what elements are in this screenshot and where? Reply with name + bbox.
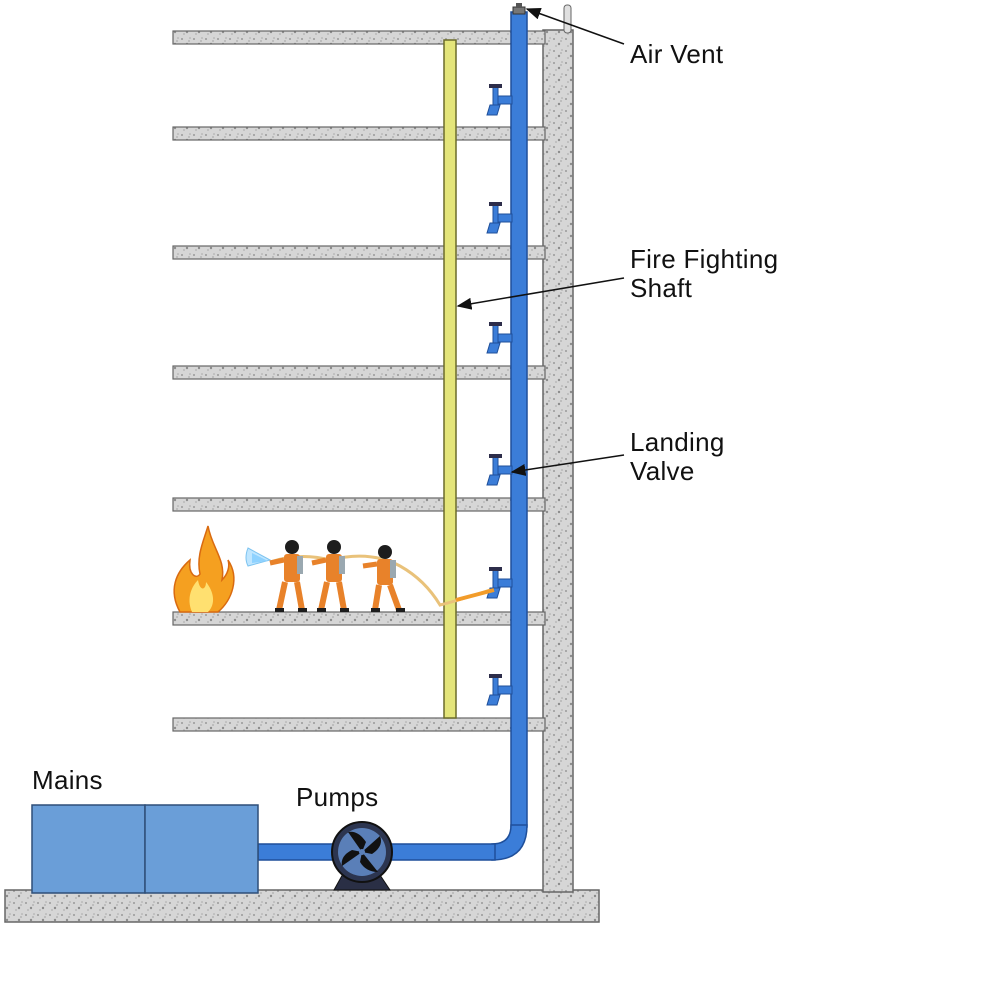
air-vent-leader [525,7,625,45]
mains-tanks [31,804,259,894]
mains-tank [31,804,146,894]
air-vent-label: Air Vent [630,39,724,69]
landing-valve-icon [486,567,513,599]
air-vent-icon [512,3,526,15]
hose [269,554,491,607]
floor-slabs [172,30,546,732]
building-wall [542,29,574,893]
pumps-label: Pumps [296,782,379,812]
firefighter-icon [269,540,307,612]
landing-valve-leader [510,454,625,476]
landing-valve-icon [486,322,513,354]
fire-shaft-leader [456,277,625,310]
floor-slab [172,126,546,141]
landing-valve-label-line2: Valve [630,456,695,486]
fire-shaft-label-line1: Fire Fighting [630,244,779,274]
firefighter-icon [311,540,349,612]
mains-label: Mains [32,765,103,795]
firefighters [269,540,405,612]
riser-pipe [257,11,528,861]
landing-valve-icon [486,674,513,706]
landing-valve-label-line1: Landing [630,427,725,457]
fire-shaft-label-line2: Shaft [630,273,693,303]
ground-slab [4,889,600,923]
floor-slab [172,245,546,260]
floor-slab [172,611,546,626]
landing-valve-icon [486,454,513,486]
landing-valve-icon [486,202,513,234]
floor-slab [172,717,546,732]
pump-icon [331,821,393,891]
floor-slab [172,365,546,380]
roof-vent-stub [563,4,572,34]
hose-connector [455,588,495,602]
floor-slab [172,30,546,45]
fire-icon [173,525,235,613]
fire-fighting-shaft [443,39,457,719]
floor-slab [172,497,546,512]
firefighter-icon [362,545,405,612]
water-spray-icon [245,547,272,567]
landing-valve-icon [486,84,513,116]
mains-tank [144,804,259,894]
